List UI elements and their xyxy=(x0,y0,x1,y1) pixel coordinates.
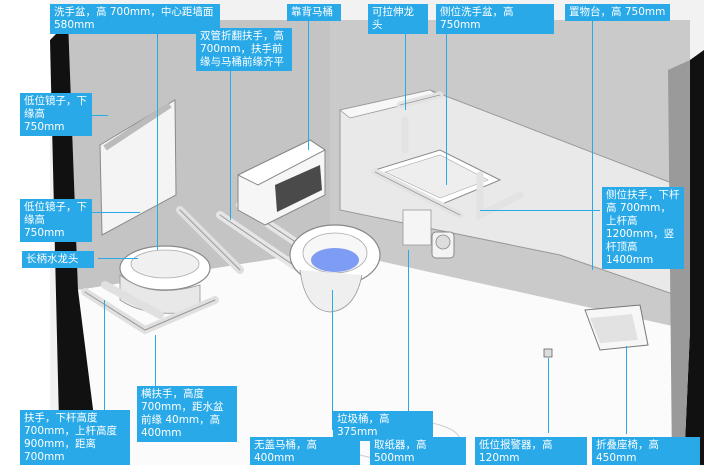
callout-long-faucet: 长柄水龙头 xyxy=(22,251,94,268)
callout-paper-holder: 取纸器，高 500mm xyxy=(370,437,466,465)
backrest xyxy=(275,165,322,212)
leader-side-bar xyxy=(480,210,600,211)
callout-basin: 洗手盆，高 700mm，中心距墙面 580mm xyxy=(50,4,220,34)
leader-long-faucet xyxy=(98,258,138,259)
leader-shelf xyxy=(592,20,593,270)
callout-pullout-faucet: 可拉伸龙头 xyxy=(368,4,428,34)
callout-handrail: 扶手，下杆高度 700mm，上杆高度 900mm，距离 700mm xyxy=(20,410,130,465)
callout-side-bar: 侧位扶手，下杆高 700mm，上杆高 1200mm，竖杆顶高 1400mm xyxy=(602,187,684,269)
alarm-button xyxy=(543,348,553,358)
leader-alarm xyxy=(548,358,549,433)
trash-bin xyxy=(402,209,432,246)
toilet-water xyxy=(311,248,359,272)
callout-alarm: 低位报警器，高 120mm xyxy=(475,437,587,465)
leader-seat xyxy=(626,346,627,434)
callout-mirror-1: 低位镜子，下缘高 750mm xyxy=(20,93,92,136)
leader-basin xyxy=(157,20,158,250)
leader-cross-bar xyxy=(155,335,156,390)
right-wall-edge xyxy=(684,50,704,465)
callout-shelf: 置物台，高 750mm xyxy=(565,4,670,21)
callout-folding-seat: 折叠座椅，高 450mm xyxy=(592,437,700,465)
callout-backrest-toilet: 靠背马桶 xyxy=(287,4,341,21)
callout-mirror-2: 低位镜子，下缘高 750mm xyxy=(20,199,92,242)
leader-paper xyxy=(408,250,409,430)
leader-backrest xyxy=(308,20,309,150)
callout-side-basin: 侧位洗手盆，高 750mm xyxy=(436,4,554,34)
callout-lidless-toilet: 无盖马桶，高 400mm xyxy=(250,437,360,465)
leader-mirror-2 xyxy=(90,212,140,213)
leader-faucet xyxy=(405,20,406,110)
leader-side-basin xyxy=(446,20,447,185)
leader-toilet xyxy=(332,290,333,430)
callout-trash-bin: 垃圾桶，高 375mm xyxy=(333,411,433,441)
callout-cross-bar: 横扶手，高度 700mm，距水盆前缘 40mm，高 400mm xyxy=(137,386,237,442)
leader-mirror-1 xyxy=(90,115,108,116)
leader-handrail xyxy=(104,300,105,410)
leader-fold-bar xyxy=(230,70,231,220)
callout-fold-bar: 双管折翻扶手，高 700mm，扶手前缘与马桶前缘齐平 xyxy=(196,28,292,71)
